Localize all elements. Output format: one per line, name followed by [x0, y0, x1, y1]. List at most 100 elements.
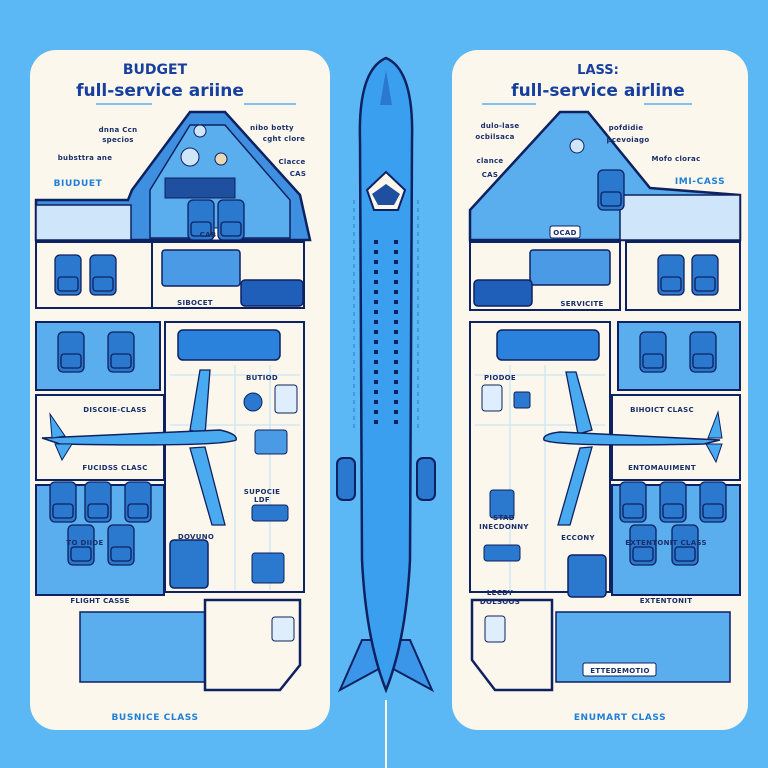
callout-label: bubsttra ane: [58, 154, 113, 162]
left-kicker: BUDGET: [123, 62, 188, 78]
window-icon: [394, 360, 398, 364]
window-icon: [394, 370, 398, 374]
callout-label: Mofo clorac: [651, 155, 700, 163]
seat-icon: [657, 254, 685, 296]
callout-label: pofdidie: [609, 124, 644, 132]
callout-label: clance: [477, 157, 504, 165]
window-icon: [374, 330, 378, 334]
seat-icon: [689, 331, 717, 373]
callout-label: cght clore: [263, 135, 305, 143]
window-icon: [394, 420, 398, 424]
right-title: full-service airline: [511, 81, 685, 101]
callout-label: CAS: [482, 171, 499, 179]
callout-label: DISCOIE-CLASS: [83, 406, 147, 414]
seat-icon: [49, 481, 77, 523]
window-icon: [374, 360, 378, 364]
window-icon: [394, 320, 398, 324]
callout-label: DOVUNO: [178, 533, 214, 541]
callout-label: pcevoiago: [607, 136, 650, 144]
callout-label: SERVICITE: [560, 300, 603, 308]
seat-icon: [659, 481, 687, 523]
window-icon: [394, 260, 398, 264]
window-icon: [394, 280, 398, 284]
callout-label: BIHOICT CLASC: [630, 406, 694, 414]
callout-label: specios: [102, 136, 134, 144]
window-icon: [374, 350, 378, 354]
window-icon: [374, 400, 378, 404]
window-row: [374, 240, 398, 424]
window-icon: [374, 320, 378, 324]
window-icon: [374, 280, 378, 284]
callout-label: LECDY: [487, 589, 514, 597]
window-icon: [374, 370, 378, 374]
seat-icon: [124, 481, 152, 523]
ocad-tag: [549, 225, 581, 239]
window-icon: [374, 240, 378, 244]
seat-icon: [639, 331, 667, 373]
seat-icon: [89, 254, 117, 296]
seat-icon: [57, 331, 85, 373]
seat-icon: [107, 331, 135, 373]
callout-label: DOLSOOS: [480, 598, 520, 606]
seat-icon: [671, 524, 699, 566]
seat-icon: [84, 481, 112, 523]
seat-icon: [187, 199, 215, 241]
callout-label: OCAD: [553, 229, 577, 237]
callout-label: TO DIIDE: [66, 539, 103, 547]
callout-label: ENTOMAUIMENT: [628, 464, 696, 472]
callout-label: STAD: [493, 514, 515, 522]
callout-label: BUTIOD: [246, 374, 278, 382]
window-icon: [374, 300, 378, 304]
seat-icon: [699, 481, 727, 523]
callout-label: FLIGHT CASSE: [70, 597, 129, 605]
right-footer: ENUMART CLASS: [574, 713, 666, 723]
callout-label: EXTENTONIT: [640, 597, 693, 605]
callout-label: EXTENTONIT CLASS: [625, 539, 707, 547]
window-icon: [374, 340, 378, 344]
center-airplane-icon: [336, 56, 436, 768]
callout-label: dnna Ccn: [99, 126, 138, 134]
window-icon: [374, 260, 378, 264]
seat-icon: [597, 169, 625, 211]
seat-icon: [619, 481, 647, 523]
callout-label: SIBOCET: [177, 299, 213, 307]
callout-label: ETTEDEMOTIO: [590, 667, 649, 675]
window-icon: [394, 410, 398, 414]
callout-label: nibo botty: [250, 124, 294, 132]
window-icon: [374, 310, 378, 314]
window-icon: [394, 240, 398, 244]
callout-label: PIODOE: [484, 374, 516, 382]
callout-label: INECDONNY: [479, 523, 529, 531]
window-icon: [374, 380, 378, 384]
window-icon: [374, 270, 378, 274]
window-icon: [394, 390, 398, 394]
left-footer: BUSNICE CLASS: [111, 713, 198, 723]
seat-icon: [107, 524, 135, 566]
window-icon: [374, 420, 378, 424]
window-icon: [394, 350, 398, 354]
window-icon: [394, 300, 398, 304]
window-icon: [394, 250, 398, 254]
callout-label: ECCONY: [561, 534, 595, 542]
callout-label: Clacce: [278, 158, 305, 166]
callout-label: CAS: [290, 170, 307, 178]
window-icon: [394, 400, 398, 404]
window-icon: [394, 270, 398, 274]
left-title: full-service ariine: [76, 81, 244, 101]
callout-label: CAB: [200, 231, 217, 239]
window-icon: [394, 310, 398, 314]
seat-icon: [54, 254, 82, 296]
right-floorplan: [468, 110, 742, 692]
window-icon: [394, 340, 398, 344]
seat-icon: [629, 524, 657, 566]
right-kicker: LASS:: [577, 63, 619, 78]
callout-label: IMI-CASS: [675, 177, 725, 187]
window-icon: [394, 380, 398, 384]
seat-icon: [691, 254, 719, 296]
window-icon: [374, 290, 378, 294]
seat-icon: [67, 524, 95, 566]
callout-label: SUPOCIE: [244, 488, 280, 496]
seat-icon: [217, 199, 245, 241]
airplane-side-icon: [543, 371, 723, 526]
